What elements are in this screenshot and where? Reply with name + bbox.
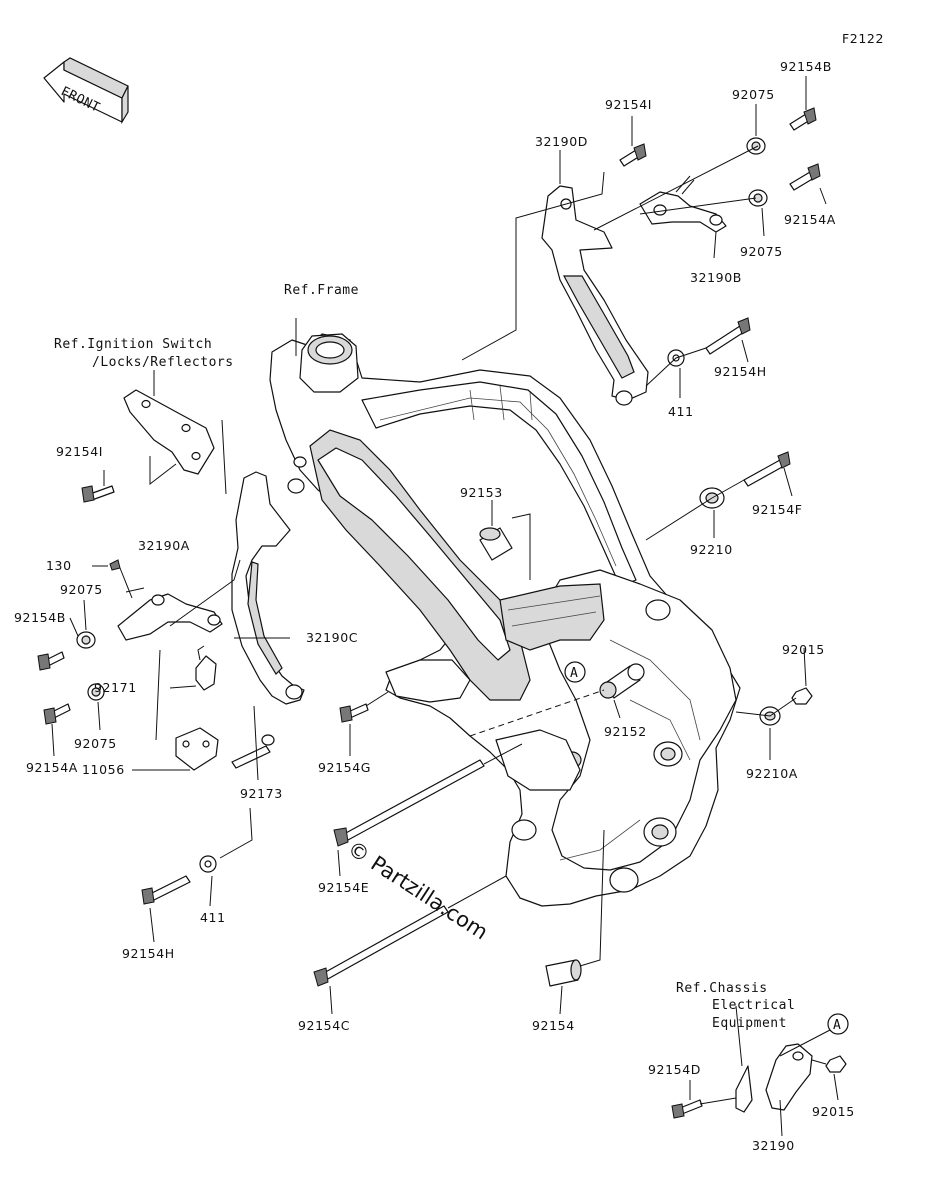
label-411-left: 411 — [200, 910, 226, 925]
label-92075-top: 92075 — [732, 87, 775, 102]
pin-92173 — [231, 734, 275, 769]
diagram-code: F2122 — [842, 31, 884, 46]
ref-chassis-line1: Ref.Chassis — [676, 981, 768, 996]
callout-a-frame-icon — [564, 661, 586, 683]
bracket-32190 — [735, 1043, 813, 1113]
ref-chassis-line2: Electrical — [712, 998, 795, 1013]
label-32190: 32190 — [752, 1138, 795, 1153]
ref-ignition-line2: /Locks/Reflectors — [92, 355, 234, 370]
collar-92153 — [479, 527, 513, 561]
bracket-32190D — [541, 185, 649, 406]
label-92154B-left: 92154B — [14, 610, 66, 625]
label-92154I-top: 92154I — [605, 97, 652, 112]
label-92154A-left: 92154A — [26, 760, 78, 775]
label-32190A: 32190A — [138, 538, 190, 553]
callout-a-bottom: A — [833, 1018, 841, 1033]
label-92154D: 92154D — [648, 1062, 701, 1077]
label-92154H-right: 92154H — [714, 364, 767, 379]
label-92015-right: 92015 — [782, 642, 825, 657]
label-32190B: 32190B — [690, 270, 742, 285]
front-arrow-icon: FRONT — [43, 57, 129, 125]
label-92154F: 92154F — [752, 502, 803, 517]
label-92210A: 92210A — [746, 766, 798, 781]
steering-head — [299, 333, 359, 393]
label-32190D: 32190D — [535, 134, 588, 149]
fasteners — [37, 107, 847, 1119]
frame-assembly: A — [269, 333, 741, 907]
label-92154I-left: 92154I — [56, 444, 103, 459]
part-labels: 92154B 92075 92154I 32190D 92154A 92075 … — [14, 59, 855, 1153]
bracket-ignition-ref — [123, 389, 215, 475]
label-92154E: 92154E — [318, 880, 369, 895]
label-92153: 92153 — [460, 485, 503, 500]
leader-lines — [51, 76, 839, 1137]
bracket-32190C — [231, 471, 305, 705]
label-130: 130 — [46, 558, 72, 573]
clamp-92171 — [195, 645, 217, 691]
label-92075-left: 92075 — [60, 582, 103, 597]
collar-92154 — [545, 959, 582, 987]
label-92154B-top: 92154B — [780, 59, 832, 74]
label-32190C: 32190C — [306, 630, 358, 645]
label-92210: 92210 — [690, 542, 733, 557]
ref-frame: Ref.Frame — [284, 283, 359, 298]
label-92075-left2: 92075 — [74, 736, 117, 751]
ref-ignition-line1: Ref.Ignition Switch — [54, 337, 212, 352]
plate-11056 — [175, 727, 219, 771]
label-92154H-left: 92154H — [122, 946, 175, 961]
label-92171: 92171 — [94, 680, 137, 695]
label-92154C: 92154C — [298, 1018, 350, 1033]
label-92075-right: 92075 — [740, 244, 783, 259]
label-92154: 92154 — [532, 1018, 575, 1033]
bracket-32190A — [117, 593, 223, 641]
label-92015-bottom: 92015 — [812, 1104, 855, 1119]
label-92154G: 92154G — [318, 760, 371, 775]
callout-a-frame: A — [570, 666, 578, 681]
collar-92152 — [599, 663, 645, 699]
ref-chassis-line3: Equipment — [712, 1016, 787, 1031]
label-92154A-right: 92154A — [784, 212, 836, 227]
label-411-right: 411 — [668, 404, 694, 419]
callout-a-bottom-icon — [827, 1013, 849, 1035]
label-92173: 92173 — [240, 786, 283, 801]
bracket-32190B — [639, 175, 727, 233]
label-11056: 11056 — [82, 762, 125, 777]
label-92152: 92152 — [604, 724, 647, 739]
